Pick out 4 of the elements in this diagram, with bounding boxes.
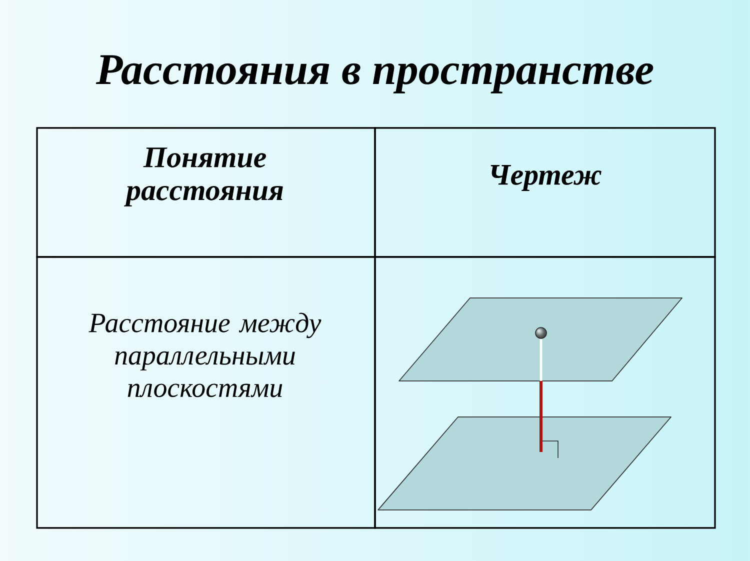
title: Расстояния в пространстве — [96, 55, 654, 94]
table-cell: Чертеж — [374, 127, 716, 258]
table-cell: Понятие расстояния — [36, 127, 376, 258]
table-cell: Расстояние между параллельными плоскостями — [36, 256, 376, 529]
